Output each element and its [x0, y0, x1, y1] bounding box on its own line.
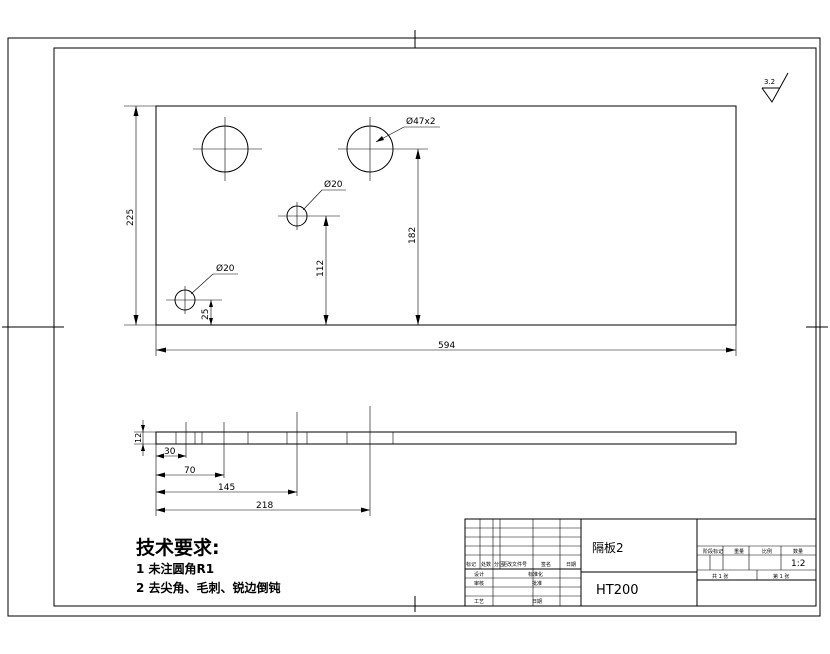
- side-view: 12 30 70 145 218: [134, 406, 737, 516]
- tb-col-scale: 比例: [762, 548, 772, 555]
- dim-line-70: 70: [156, 466, 224, 478]
- dim-70: 70: [184, 466, 196, 476]
- hole-large-left: [193, 117, 262, 181]
- tech-req-title: 技术要求:: [136, 536, 220, 559]
- tb-row-craft: 工艺: [474, 599, 484, 605]
- tb-hdr-docno: 更改文件号: [502, 561, 527, 568]
- dim-line-112: 112: [316, 216, 329, 325]
- roughness-value: 3.2: [764, 78, 775, 86]
- dim-line-182: 182: [408, 149, 421, 325]
- dim-hole-mid: Ø20: [324, 179, 343, 190]
- leader-hole-large: Ø47x2: [375, 116, 440, 143]
- dim-line-12: 12: [134, 420, 156, 456]
- tb-col-quantity: 数量: [793, 548, 803, 555]
- dim-218: 218: [256, 501, 273, 511]
- tb-material: HT200: [596, 583, 639, 598]
- hole-large-right: [338, 117, 428, 181]
- dim-thickness: 12: [134, 433, 143, 443]
- tb-row-design: 设计: [474, 571, 484, 578]
- tb-col-weight: 重量: [734, 548, 744, 555]
- title-block: 标记 处数 分区 更改文件号 签名 日期 设计 标准化 审核 批准 工艺 日期 …: [464, 518, 817, 607]
- leader-hole-small: Ø20: [190, 263, 238, 295]
- tb-row-check: 审核: [474, 580, 484, 587]
- dim-line-218: 218: [156, 501, 370, 513]
- tb-row-approve: 批准: [532, 580, 542, 587]
- roughness-symbol: 3.2: [761, 72, 789, 103]
- dim-145: 145: [218, 483, 235, 493]
- tb-col-stage: 阶段标记: [703, 548, 723, 555]
- dim-25: 25: [201, 309, 211, 320]
- tech-req-item1: 1 未注圆角R1: [136, 561, 214, 576]
- front-view: Ø47x2 Ø20 Ø20 225 182: [124, 105, 737, 356]
- dim-182: 182: [408, 227, 418, 244]
- plate-edge-outline: [155, 431, 737, 445]
- dim-line-225: 225: [124, 105, 156, 326]
- tb-sheet-no: 第 1 张: [773, 573, 789, 580]
- tb-row-date: 日期: [532, 599, 542, 605]
- dim-hole-small: Ø20: [216, 263, 235, 274]
- tb-hdr-zone: 分区: [494, 561, 504, 568]
- dim-line-25: 25: [201, 300, 213, 325]
- dim-line-30: 30: [156, 447, 186, 459]
- dim-height: 225: [126, 209, 136, 226]
- tb-hdr-mark: 标记: [466, 561, 476, 568]
- leader-hole-mid: Ø20: [302, 179, 346, 211]
- tb-hdr-sign: 签名: [541, 561, 551, 568]
- dim-line-594: 594: [155, 325, 737, 356]
- tb-row-standard: 标准化: [528, 571, 543, 578]
- tb-scale: 1:2: [791, 559, 805, 569]
- tb-part-name: 隔板2: [592, 541, 624, 555]
- tb-hdr-date: 日期: [566, 562, 576, 568]
- tech-requirements: 技术要求: 1 未注圆角R1 2 去尖角、毛刺、锐边倒钝: [136, 536, 281, 595]
- inner-frame: [53, 47, 817, 607]
- dim-30: 30: [164, 447, 176, 457]
- tb-sheets-total: 共 1 张: [712, 573, 728, 580]
- dim-line-145: 145: [156, 483, 297, 495]
- hole-mid: [278, 202, 340, 230]
- hole-small: [166, 286, 222, 314]
- dim-112: 112: [316, 260, 326, 277]
- dim-width: 594: [438, 341, 455, 351]
- dim-hole-large: Ø47x2: [406, 116, 436, 127]
- tb-hdr-count: 处数: [481, 561, 491, 568]
- tech-req-item2: 2 去尖角、毛刺、锐边倒钝: [136, 580, 281, 595]
- plate-outline: [155, 105, 737, 326]
